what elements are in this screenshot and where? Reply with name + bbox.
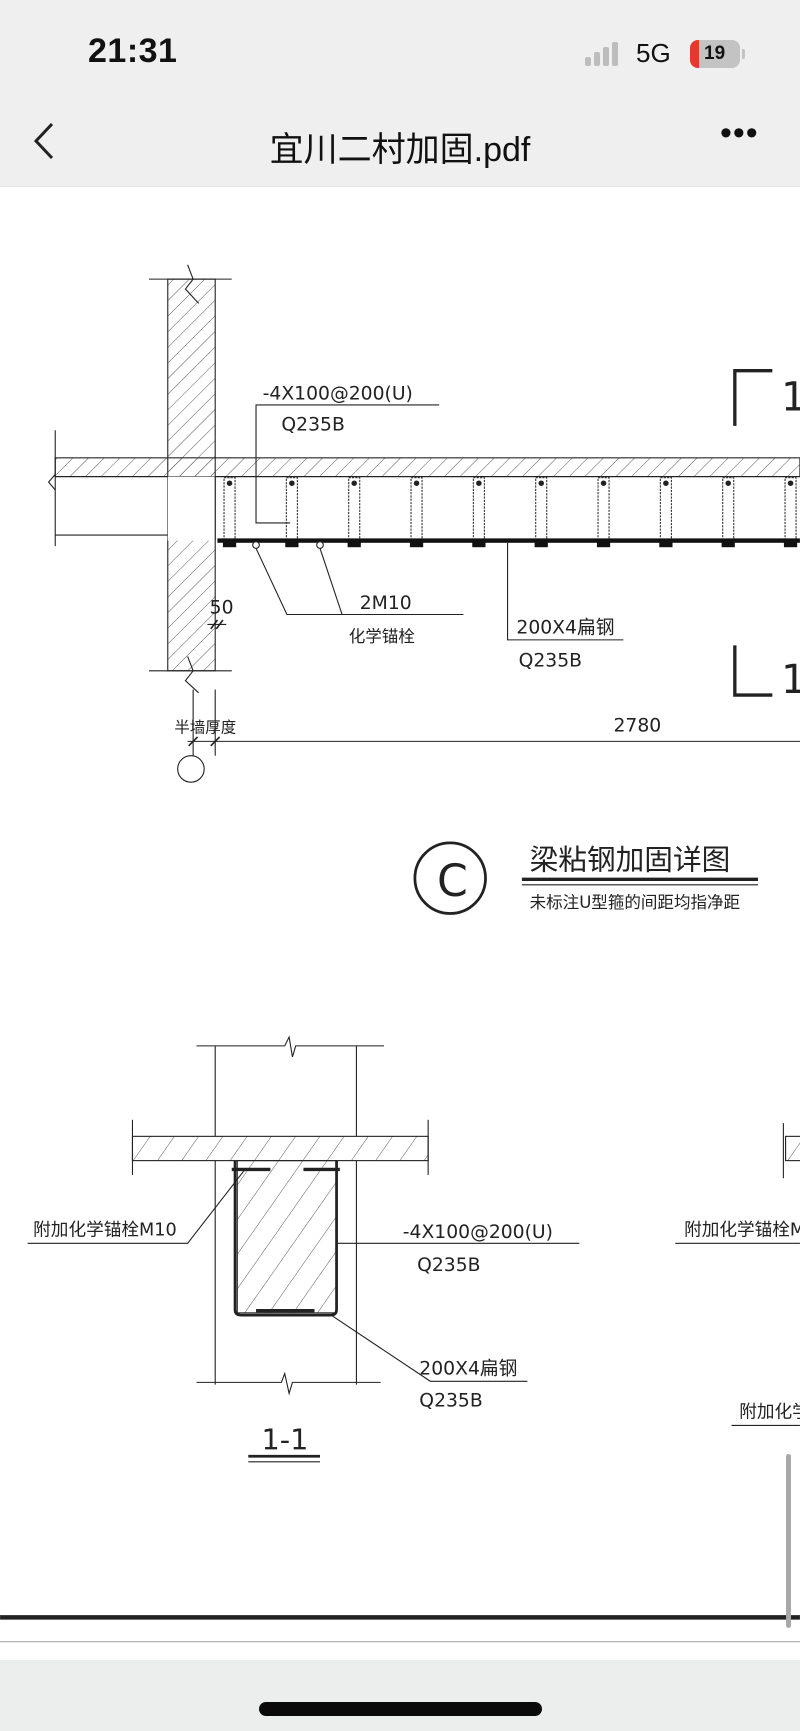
more-button[interactable]: ••• — [720, 114, 759, 152]
strap-pad — [347, 540, 361, 548]
strap-leader — [255, 404, 440, 524]
u-strap — [597, 477, 610, 541]
detail-title: 梁粘钢加固详图 — [530, 842, 731, 876]
strap-pad — [783, 540, 798, 548]
chevron-left-icon — [33, 122, 54, 160]
battery-tip — [742, 49, 745, 59]
battery-level: 19 — [704, 43, 726, 64]
status-bar: 21:31 5G 19 — [0, 0, 800, 100]
section-mark-bottom — [733, 645, 773, 697]
u-strap — [472, 477, 485, 541]
detail-note: 未标注U型箍的间距均指净距 — [530, 893, 740, 912]
section-plate-label: 200X4扁钢 — [419, 1358, 517, 1380]
signal-icon — [585, 42, 625, 66]
anchor-bolt — [252, 541, 260, 549]
section-strap-material: Q235B — [417, 1255, 480, 1276]
section-title: 1-1 — [262, 1423, 309, 1457]
slab — [47, 430, 800, 547]
strap-pad — [596, 540, 611, 548]
span-dimension: 2780 — [613, 715, 661, 736]
section-partial — [675, 1123, 800, 1426]
u-strap — [784, 477, 797, 541]
strap-bolt — [351, 480, 357, 486]
section-plate-material: Q235B — [419, 1391, 482, 1412]
strap-material: Q235B — [281, 414, 344, 435]
strap-label: -4X100@200(U) — [263, 383, 413, 404]
strap-bolt — [725, 480, 731, 486]
u-strap — [223, 477, 236, 541]
section-mark-top — [733, 369, 773, 426]
u-strap — [535, 477, 548, 541]
anchor-bolt — [316, 541, 324, 549]
strap-bolt — [663, 480, 669, 486]
strap-pad — [534, 540, 548, 548]
u-strap — [722, 477, 735, 541]
anchor-label: 2M10 — [360, 593, 412, 614]
scrollbar[interactable] — [786, 1454, 791, 1628]
strap-bolt — [289, 480, 295, 486]
detail-symbol-circle — [413, 841, 487, 915]
u-strap — [348, 477, 361, 541]
anchor-desc: 化学锚栓 — [349, 627, 415, 646]
plate-leader — [507, 542, 624, 641]
home-indicator[interactable] — [259, 1702, 542, 1716]
wall-dimension: 半墙厚度 — [174, 719, 236, 737]
anchor-leader — [255, 548, 464, 616]
strap-bolt — [538, 480, 544, 486]
document-title: 宜川二村加固.pdf — [269, 131, 531, 169]
section-1-1 — [27, 1035, 580, 1463]
strap-bolt — [226, 480, 233, 486]
section-anchor-label: 附加化学锚栓M10 — [33, 1220, 177, 1241]
strap-pad — [222, 540, 237, 548]
partial-anchor-label-2: 附加化学 — [739, 1402, 800, 1423]
strap-pad — [659, 540, 673, 548]
back-button[interactable] — [30, 118, 70, 164]
network-type: 5G — [636, 38, 671, 68]
u-strap — [410, 477, 423, 541]
strap-pad — [721, 540, 735, 548]
gap-dimension: 50 — [210, 597, 234, 618]
partial-anchor-label: 附加化学锚栓M — [684, 1220, 800, 1241]
plate-label: 200X4扁钢 — [516, 616, 614, 638]
section-mark-label: 1 — [781, 374, 800, 420]
axis-bubble — [177, 755, 205, 783]
u-straps — [222, 477, 798, 548]
bottom-bar — [0, 1660, 800, 1731]
strap-pad — [472, 540, 486, 548]
detail-symbol: C — [437, 856, 468, 907]
strap-bolt — [413, 480, 420, 486]
u-strap — [659, 477, 672, 541]
strap-pad — [285, 540, 299, 548]
nav-bar: 宜川二村加固.pdf ••• — [0, 100, 800, 187]
plate-material: Q235B — [519, 650, 582, 671]
strap-bolt — [600, 480, 607, 486]
section-strap-label: -4X100@200(U) — [403, 1222, 553, 1243]
section-mark-label: 1 — [781, 657, 800, 703]
clock: 21:31 — [88, 32, 178, 70]
strap-bolt — [476, 480, 482, 486]
steel-plate — [217, 538, 800, 543]
strap-pad — [409, 540, 424, 548]
u-strap — [285, 477, 298, 541]
strap-bolt — [787, 480, 794, 486]
battery-icon: 19 — [690, 40, 740, 68]
